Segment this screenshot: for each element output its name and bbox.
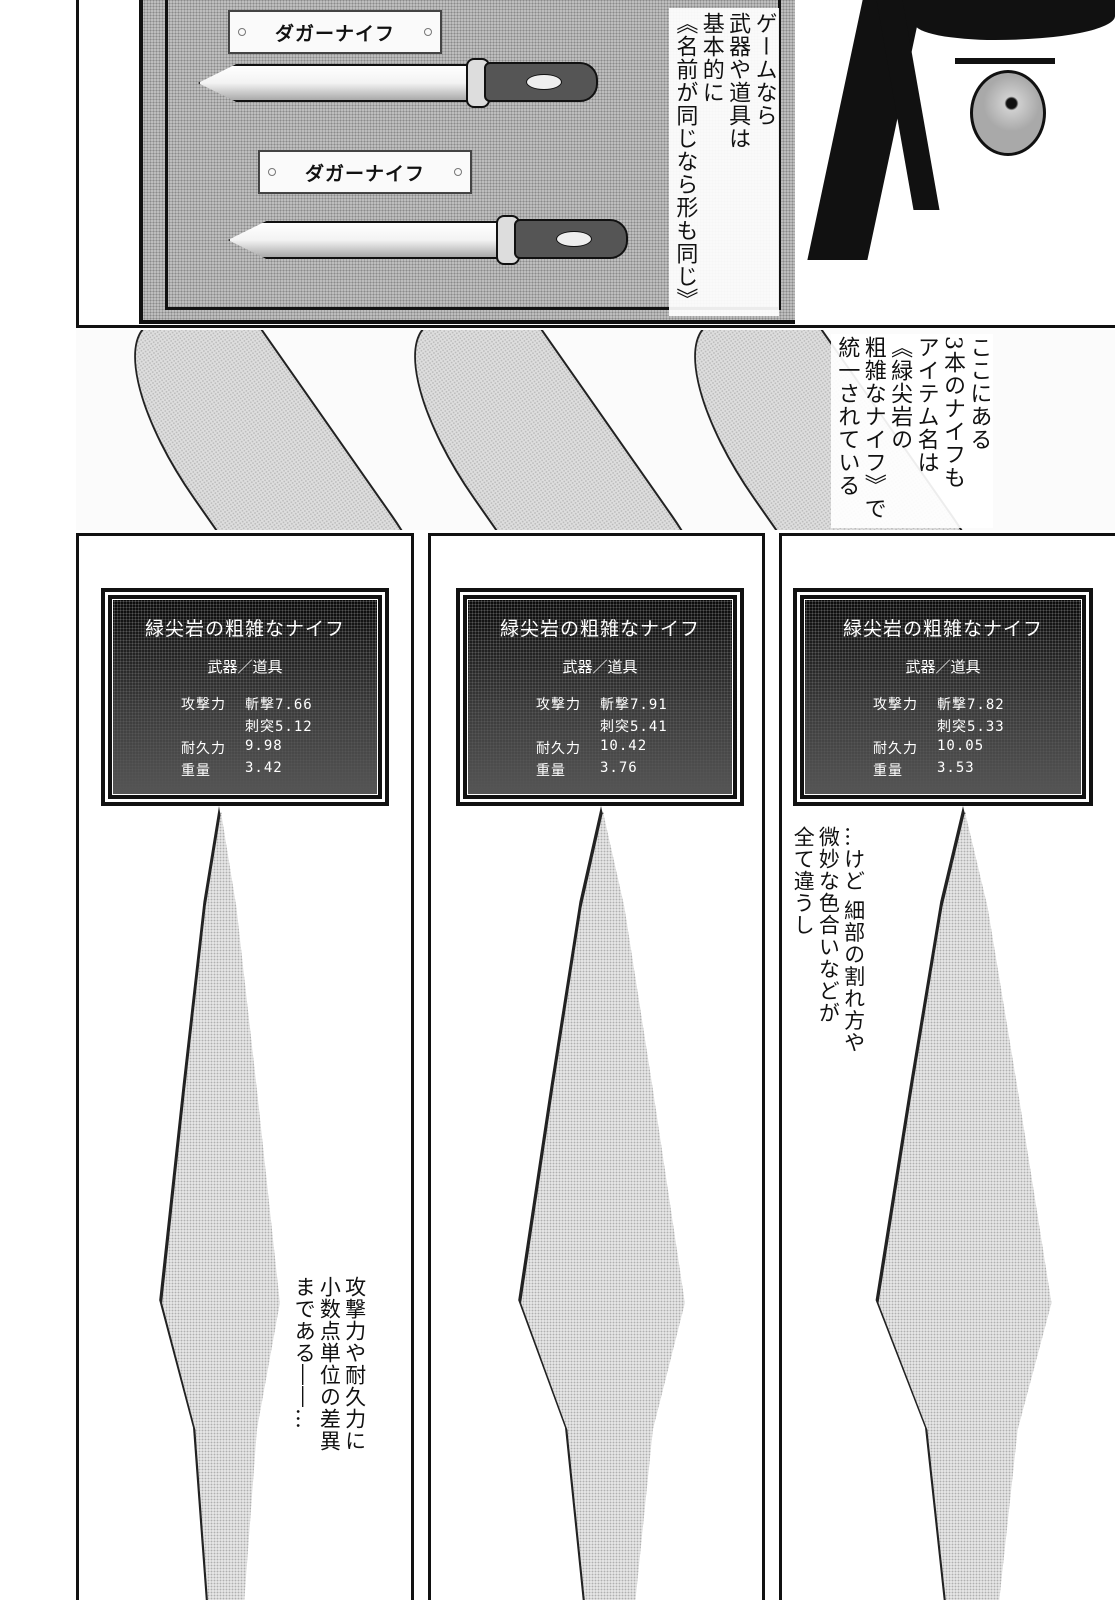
caption-line: 基本的に bbox=[698, 12, 724, 104]
weight-value: 3.53 bbox=[937, 760, 975, 776]
dagger-blade bbox=[228, 221, 502, 259]
slash-value: 斬撃7.66 bbox=[245, 697, 313, 713]
name-plate-label: ダガーナイフ bbox=[304, 162, 425, 185]
attack-label: 攻撃力 bbox=[536, 697, 581, 713]
item-type: 武器／道具 bbox=[905, 658, 981, 676]
character-eye bbox=[970, 70, 1046, 156]
weight-label: 重量 bbox=[181, 763, 211, 779]
eyelash bbox=[955, 58, 1055, 64]
caption-line: 《名前が同じなら形も同じ》 bbox=[672, 12, 698, 311]
durability-value: 9.98 bbox=[245, 738, 283, 754]
name-plate-1: ダガーナイフ bbox=[228, 10, 442, 54]
slash-value: 斬撃7.82 bbox=[937, 697, 1005, 713]
panel-knife-1: 緑尖岩の粗雑なナイフ 武器／道具 攻撃力 斬撃7.66 刺突5.12 耐久力 9… bbox=[76, 533, 414, 1600]
attack-label: 攻撃力 bbox=[873, 697, 918, 713]
caption-decimal-difference: 攻撃力や耐久力に 小数点単位の差異 まである――… bbox=[292, 1276, 367, 1452]
pierce-value: 刺突5.41 bbox=[600, 719, 668, 735]
weight-label: 重量 bbox=[873, 763, 903, 779]
durability-value: 10.05 bbox=[937, 738, 985, 754]
dagger-handle bbox=[484, 62, 598, 102]
caption-line: 武器や道具は bbox=[725, 12, 751, 150]
dagger-handle bbox=[514, 219, 628, 259]
durability-label: 耐久力 bbox=[873, 741, 918, 757]
name-plate-2: ダガーナイフ bbox=[258, 150, 472, 194]
durability-value: 10.42 bbox=[600, 738, 648, 754]
caption-game-logic: ゲームなら 武器や道具は 基本的に 《名前が同じなら形も同じ》 bbox=[669, 8, 779, 316]
panel-knife-3: 緑尖岩の粗雑なナイフ 武器／道具 攻撃力 斬撃7.82 刺突5.33 耐久力 1… bbox=[779, 533, 1115, 1600]
caption-details-differ: …けど 細部の割れ方や 微妙な色合いなどが 全て違うし bbox=[791, 826, 866, 1054]
item-status-window-3: 緑尖岩の粗雑なナイフ 武器／道具 攻撃力 斬撃7.82 刺突5.33 耐久力 1… bbox=[793, 588, 1093, 806]
panel-stone-knives-closeup: ここにある 3本のナイフも アイテム名は 《緑尖岩の 粗雑なナイフ》で 統一され… bbox=[76, 330, 1115, 530]
dagger-knife-2 bbox=[228, 215, 648, 265]
caption-line: 統一されている bbox=[834, 336, 860, 497]
dagger-knife-1 bbox=[198, 58, 618, 108]
durability-label: 耐久力 bbox=[536, 741, 581, 757]
durability-label: 耐久力 bbox=[181, 741, 226, 757]
weight-value: 3.76 bbox=[600, 760, 638, 776]
weight-label: 重量 bbox=[536, 763, 566, 779]
weight-value: 3.42 bbox=[245, 760, 283, 776]
caption-line: 粗雑なナイフ》で bbox=[860, 336, 886, 520]
caption-item-name-unified: ここにある 3本のナイフも アイテム名は 《緑尖岩の 粗雑なナイフ》で 統一され… bbox=[831, 334, 994, 528]
stone-knife-2 bbox=[521, 812, 685, 1600]
pierce-value: 刺突5.33 bbox=[937, 719, 1005, 735]
item-name: 緑尖岩の粗雑なナイフ bbox=[842, 618, 1043, 640]
panel-knife-2: 緑尖岩の粗雑なナイフ 武器／道具 攻撃力 斬撃7.91 刺突5.41 耐久力 1… bbox=[428, 533, 765, 1600]
slash-value: 斬撃7.91 bbox=[600, 697, 668, 713]
item-type: 武器／道具 bbox=[207, 658, 283, 676]
stone-knife-closeup-1 bbox=[96, 330, 466, 530]
item-type: 武器／道具 bbox=[562, 658, 638, 676]
item-name: 緑尖岩の粗雑なナイフ bbox=[144, 618, 345, 640]
stone-knife-3 bbox=[878, 812, 1052, 1600]
character-face bbox=[795, 0, 1115, 325]
panel-display-case: ダガーナイフ ダガーナイフ ゲームなら 武器や道具は 基本的に bbox=[76, 0, 1115, 328]
item-status-window-2: 緑尖岩の粗雑なナイフ 武器／道具 攻撃力 斬撃7.91 刺突5.41 耐久力 1… bbox=[456, 588, 744, 806]
caption-line: 《緑尖岩の bbox=[887, 336, 913, 451]
pierce-value: 刺突5.12 bbox=[245, 719, 313, 735]
item-name: 緑尖岩の粗雑なナイフ bbox=[499, 618, 700, 640]
caption-line: ゲームなら bbox=[751, 12, 777, 127]
stone-knife-1 bbox=[162, 812, 280, 1600]
item-status-window-1: 緑尖岩の粗雑なナイフ 武器／道具 攻撃力 斬撃7.66 刺突5.12 耐久力 9… bbox=[101, 588, 389, 806]
name-plate-label: ダガーナイフ bbox=[274, 22, 395, 45]
caption-line: 3本のナイフも bbox=[939, 336, 965, 489]
stone-knife-closeup-2 bbox=[376, 330, 746, 530]
dagger-blade bbox=[198, 64, 472, 102]
attack-label: 攻撃力 bbox=[181, 697, 226, 713]
hair-fringe bbox=[915, 0, 1115, 40]
caption-line: ここにある bbox=[966, 336, 992, 451]
caption-line: アイテム名は bbox=[913, 336, 939, 474]
page-margin bbox=[0, 0, 76, 1600]
